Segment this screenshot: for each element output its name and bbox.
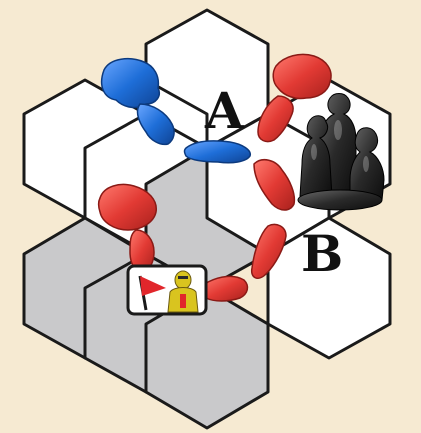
blue-wall-piece[interactable] <box>185 141 251 163</box>
red-wall-piece[interactable] <box>273 54 331 98</box>
hex-label-a: A <box>204 81 245 140</box>
knight-banner-card[interactable] <box>128 266 206 314</box>
hex-label-b: B <box>301 224 343 283</box>
